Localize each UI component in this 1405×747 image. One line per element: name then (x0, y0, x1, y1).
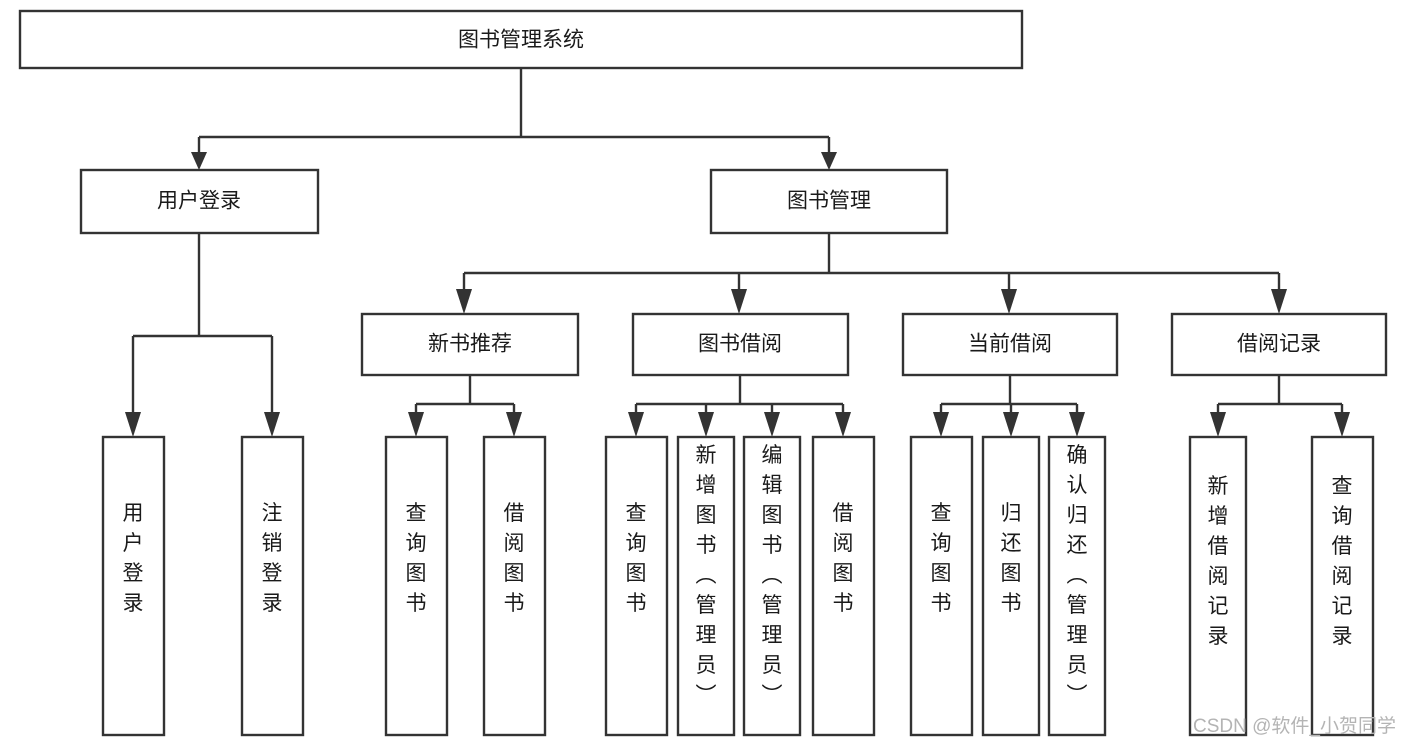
node-leaf-query-record-label: 查询借阅记录 (1332, 475, 1353, 648)
node-leaf-add-book-box[interactable] (676, 435, 736, 737)
node-book-management[interactable]: 图书管理 (709, 168, 949, 235)
node-new-book-recommend-label: 新书推荐 (428, 333, 512, 356)
node-leaf-query-book-recommend-box[interactable] (384, 435, 449, 737)
arrowhead-to-leaf-return-book (1003, 412, 1019, 437)
node-leaf-borrow-book-recommend-label: 借阅图书 (504, 502, 525, 615)
node-leaf-user-logout[interactable]: 注销登录 (240, 435, 305, 737)
node-leaf-query-book-current-box[interactable] (909, 435, 974, 737)
node-leaf-query-book-borrow[interactable]: 查询图书 (604, 435, 669, 737)
node-book-management-box[interactable] (709, 168, 949, 235)
arrowheads-layer (125, 152, 1350, 437)
node-leaf-query-book-borrow-box[interactable] (604, 435, 669, 737)
node-borrow-record-label: 借阅记录 (1237, 333, 1321, 356)
node-current-borrow[interactable]: 当前借阅 (901, 312, 1119, 377)
node-book-management-label: 图书管理 (787, 190, 871, 213)
connectors-layer (131, 68, 1344, 412)
node-borrow-record[interactable]: 借阅记录 (1170, 312, 1388, 377)
node-leaf-query-book-current-label: 查询图书 (931, 502, 952, 615)
node-leaf-user-login[interactable]: 用户登录 (101, 435, 166, 737)
node-leaf-borrow-book-recommend[interactable]: 借阅图书 (482, 435, 547, 737)
arrowhead-to-leaf-user-logout (264, 412, 280, 437)
csdn-watermark: CSDN @软件_小贺同学 (1193, 715, 1396, 737)
node-leaf-return-book-label: 归还图书 (1001, 502, 1022, 615)
node-leaf-query-book-current[interactable]: 查询图书 (909, 435, 974, 737)
arrowhead-to-leaf-query-book-2 (628, 412, 644, 437)
node-leaf-return-book-box[interactable] (981, 435, 1041, 737)
node-leaf-borrow-book-borrow[interactable]: 借阅图书 (811, 435, 876, 737)
node-leaf-borrow-book-borrow-label: 借阅图书 (833, 502, 854, 615)
arrowhead-to-book-borrow (731, 289, 747, 314)
node-current-borrow-box[interactable] (901, 312, 1119, 377)
node-leaf-add-record-box[interactable] (1188, 435, 1248, 737)
arrowhead-to-leaf-borrow-book-2 (835, 412, 851, 437)
node-user-login[interactable]: 用户登录 (79, 168, 320, 235)
node-leaf-user-logout-box[interactable] (240, 435, 305, 737)
arrowhead-to-borrow-record (1271, 289, 1287, 314)
arrowhead-to-current-borrow (1001, 289, 1017, 314)
arrowhead-to-leaf-borrow-book-1 (506, 412, 522, 437)
node-user-login-label: 用户登录 (157, 190, 241, 213)
node-leaf-edit-book[interactable]: 编辑图书︵管理员︶ (742, 435, 802, 737)
node-leaf-query-book-borrow-label: 查询图书 (626, 502, 647, 615)
arrowhead-to-leaf-query-book-1 (408, 412, 424, 437)
node-book-borrow[interactable]: 图书借阅 (631, 312, 850, 377)
node-leaf-return-book[interactable]: 归还图书 (981, 435, 1041, 737)
arrowhead-to-leaf-query-book-3 (933, 412, 949, 437)
node-root-box[interactable] (18, 9, 1024, 70)
node-user-login-box[interactable] (79, 168, 320, 235)
arrowhead-to-new-book-recommend (456, 289, 472, 314)
node-new-book-recommend[interactable]: 新书推荐 (360, 312, 580, 377)
node-root-system[interactable]: 图书管理系统 (18, 9, 1024, 70)
node-new-book-recommend-box[interactable] (360, 312, 580, 377)
node-leaf-user-login-label: 用户登录 (123, 502, 144, 615)
node-root-label: 图书管理系统 (458, 29, 584, 52)
node-leaf-add-record[interactable]: 新增借阅记录 (1188, 435, 1248, 737)
node-borrow-record-box[interactable] (1170, 312, 1388, 377)
node-leaf-query-record[interactable]: 查询借阅记录 (1310, 435, 1375, 737)
node-leaf-confirm-return[interactable]: 确认归还︵管理员︶ (1047, 435, 1107, 737)
node-leaf-edit-book-box[interactable] (742, 435, 802, 737)
arrowhead-to-leaf-confirm-return (1069, 412, 1085, 437)
node-leaf-edit-book-label: 编辑图书︵管理员︶ (762, 444, 783, 707)
node-leaf-borrow-book-recommend-box[interactable] (482, 435, 547, 737)
arrowhead-to-leaf-user-login (125, 412, 141, 437)
node-leaf-confirm-return-label: 确认归还︵管理员︶ (1067, 444, 1088, 707)
arrowhead-to-leaf-edit-book (764, 412, 780, 437)
node-book-borrow-box[interactable] (631, 312, 850, 377)
node-leaf-query-book-recommend[interactable]: 查询图书 (384, 435, 449, 737)
node-leaf-confirm-return-box[interactable] (1047, 435, 1107, 737)
arrowhead-to-book-management (821, 152, 837, 170)
node-leaf-borrow-book-borrow-box[interactable] (811, 435, 876, 737)
arrowhead-to-leaf-query-record (1334, 412, 1350, 437)
arrowhead-to-leaf-add-book (698, 412, 714, 437)
node-leaf-add-book-label: 新增图书︵管理员︶ (696, 444, 717, 707)
node-leaf-query-record-box[interactable] (1310, 435, 1375, 737)
node-leaf-user-logout-label: 注销登录 (262, 502, 283, 615)
node-leaf-add-book[interactable]: 新增图书︵管理员︶ (676, 435, 736, 737)
arrowhead-to-leaf-add-record (1210, 412, 1226, 437)
node-leaf-query-book-recommend-label: 查询图书 (406, 502, 427, 615)
arrowhead-to-user-login (191, 152, 207, 170)
node-book-borrow-label: 图书借阅 (698, 333, 782, 356)
node-current-borrow-label: 当前借阅 (968, 333, 1052, 356)
node-leaf-add-record-label: 新增借阅记录 (1208, 475, 1229, 648)
node-leaf-user-login-box[interactable] (101, 435, 166, 737)
